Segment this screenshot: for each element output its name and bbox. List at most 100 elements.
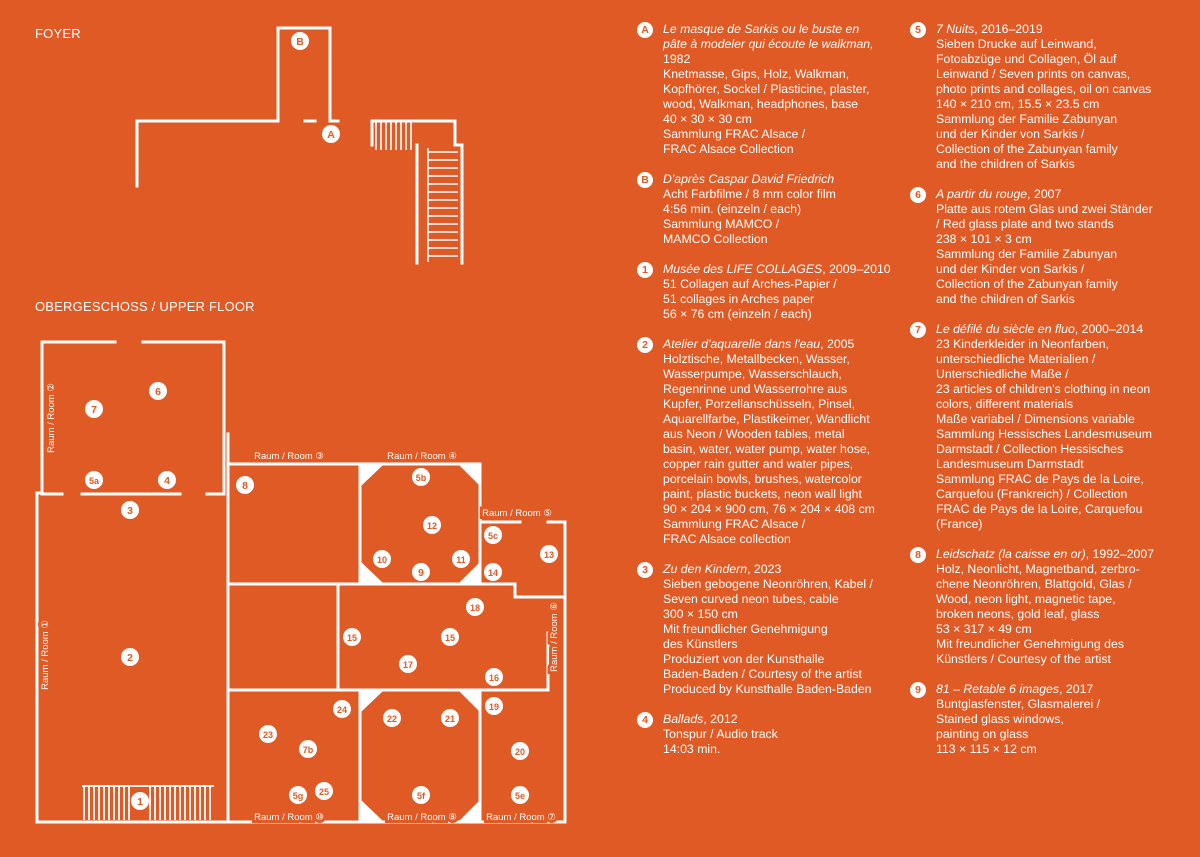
upper-marker-21: 21 [441,709,459,727]
legend-line: Sammlung der Familie Zabunyan [936,247,1118,261]
upper-marker-15: 15 [441,628,459,646]
svg-text:14: 14 [488,568,498,578]
legend-line: paint, plastic buckets, neon wall light [663,487,862,501]
legend-line: des Künstlers [663,637,738,651]
room-label: Raum / Room ⑤ [482,508,552,519]
legend-line: copper rain gutter and water pipes, [663,457,854,471]
legend-line: FRAC Alsace collection [663,532,791,546]
legend-line: Buntglasfenster, Glasmalerei / [936,697,1101,711]
legend-line: colors, different materials [936,397,1074,411]
room-label: Raum / Room ⑦ [486,812,556,823]
legend-line: 1982 [663,52,691,66]
legend-line: 53 × 317 × 49 cm [936,622,1032,636]
legend-line: Regenrinne und Wasserrohre aus [663,382,848,396]
legend-line: Unterschiedliche Maße / [936,367,1069,381]
legend-line: Leinwand / Seven prints on canvas, [936,67,1131,81]
upper-marker-19: 19 [485,697,503,715]
legend-line: and the children of Sarkis [936,157,1075,171]
svg-text:18: 18 [470,603,480,613]
upper-marker-7b: 7b [299,740,317,758]
upper-floor-stairs [82,785,214,820]
legend-line: 4:56 min. (einzeln / each) [663,202,802,216]
legend-line: Kopfhörer, Sockel / Plasticine, plaster, [663,82,870,96]
room-label: Raum / Room ② [46,383,57,453]
legend-line: Platte aus rotem Glas und zwei Ständer [936,202,1153,216]
upper-marker-7: 7 [85,400,103,418]
legend-line: 238 × 101 × 3 cm [936,232,1032,246]
legend-line: chene Neonröhren, Blattgold, Glas / [936,577,1132,591]
upper-marker-5g: 5g [289,786,307,804]
upper-marker-14: 14 [484,563,502,581]
legend-badge: 9 [910,682,926,698]
room-label: Raum / Room ① [40,620,51,690]
svg-text:25: 25 [319,787,329,797]
legend-line: Aquarellfarbe, Plastikeimer, Wandlicht [663,412,870,426]
legend-title-line: Zu den Kindern, 2023 [663,562,782,576]
upper-marker-5f: 5f [412,786,430,804]
legend-line: MAMCO Collection [663,232,768,246]
legend-badge: 4 [637,712,653,728]
svg-text:15: 15 [445,633,455,643]
foyer-marker-B: B [291,32,309,50]
legend-badge: 6 [910,187,926,203]
room-label: Raum / Room ⑩ [254,812,324,823]
legend-title-line: Leidschatz (la caisse en or), 1992–2007 [936,547,1155,561]
legend-title-line: D'après Caspar David Friedrich [663,172,835,186]
legend-line: Maße variabel / Dimensions variable [936,412,1135,426]
upper-marker-18: 18 [466,598,484,616]
upper-marker-17: 17 [399,655,417,673]
legend-line: Carquefou (Frankreich) / Collection [936,487,1128,501]
upper-marker-22: 22 [383,709,401,727]
legend-line: Sieben Drucke auf Leinwand, [936,37,1097,51]
room-label: Raum / Room ③ [254,451,324,462]
legend-line: Künstlers / Courtesy of the artist [936,652,1111,666]
legend-line: and the children of Sarkis [936,292,1075,306]
legend-title-line: 7 Nuits, 2016–2019 [936,22,1043,36]
svg-text:19: 19 [489,702,499,712]
legend-line: 113 × 115 × 12 cm [936,742,1037,756]
upper-floor-title: OBERGESCHOSS / UPPER FLOOR [35,299,255,314]
legend-line: Sieben gebogene Neonröhren, Kabel / [663,577,873,591]
legend-line: (France) [936,517,983,531]
legend-line: Stained glass windows, [936,712,1064,726]
svg-text:2: 2 [127,652,133,664]
room-label-layer: Raum / Room ② Raum / Room ① Raum / Room ③ R… [37,380,563,826]
legend-line: Sammlung FRAC Alsace / [663,517,806,531]
svg-text:5g: 5g [293,791,304,801]
svg-text:3: 3 [127,505,133,517]
legend-badge: 5 [910,22,926,38]
upper-marker-6: 6 [149,382,167,400]
svg-text:7b: 7b [303,745,314,755]
foyer-stairs [375,121,458,262]
legend-line: 51 collages in Arches paper [663,292,815,306]
legend-line: Knetmasse, Gips, Holz, Walkman, [663,67,850,81]
legend-line: porcelain bowls, brushes, watercolor [663,472,862,486]
svg-text:20: 20 [515,747,525,757]
legend-line: FRAC Alsace Collection [663,142,794,156]
legend-line: Produziert von der Kunsthalle [663,652,825,666]
legend-title-line: Atelier d'aquarelle dans l'eau, 2005 [663,337,855,351]
upper-marker-20: 20 [511,742,529,760]
legend-line: 56 × 76 cm (einzeln / each) [663,307,812,321]
legend-line: Wasserpumpe, Wasserschlauch, [663,367,842,381]
upper-marker-10: 10 [373,550,391,568]
svg-text:8: 8 [242,480,248,492]
legend-line: Landesmuseum Darmstadt [936,457,1084,471]
legend-line: Sammlung FRAC de Pays de la Loire, [936,472,1144,486]
svg-text:B: B [296,36,304,48]
foyer-marker-A: A [322,125,340,143]
foyer-walls [135,26,464,265]
legend-badge: 2 [637,337,653,353]
upper-marker-12: 12 [423,516,441,534]
upper-marker-16: 16 [485,668,503,686]
room-label: Raum / Room ⑥ [549,602,560,672]
upper-marker-25: 25 [315,782,333,800]
